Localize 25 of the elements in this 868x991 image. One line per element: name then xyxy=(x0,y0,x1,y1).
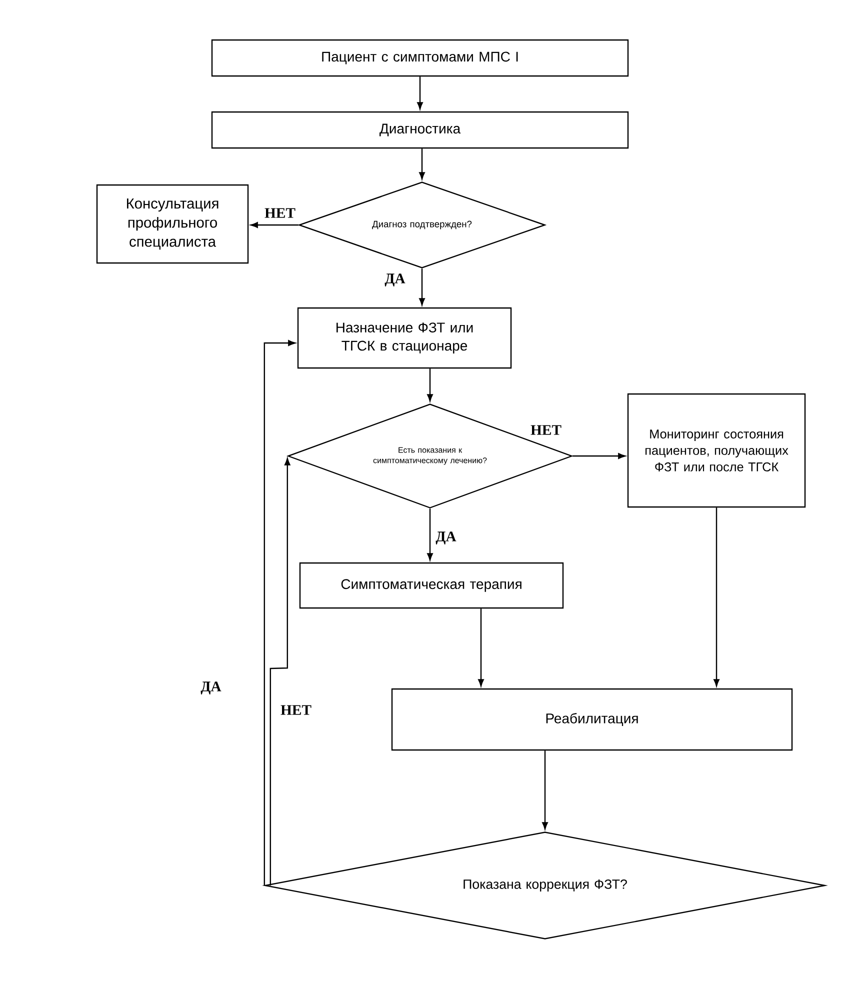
arrow xyxy=(264,340,296,886)
edge-label: ДА xyxy=(383,272,407,288)
process-box: Назначение ФЗТ или ТГСК в стационаре xyxy=(297,307,512,369)
arrow xyxy=(478,608,484,686)
arrow xyxy=(714,508,720,686)
arrow xyxy=(572,453,626,459)
process-box: Диагностика xyxy=(211,111,629,149)
arrow xyxy=(427,368,433,402)
arrow xyxy=(417,76,423,110)
arrow xyxy=(419,268,425,306)
arrow xyxy=(270,458,290,886)
edge-label: НЕТ xyxy=(279,704,313,716)
process-box: Пациент с симптомами МПС I xyxy=(211,39,629,77)
arrow xyxy=(427,508,433,560)
edge-label: НЕТ xyxy=(529,424,563,436)
process-box: Реабилитация xyxy=(391,688,793,751)
process-box: Мониторинг состояния пациентов, получающих ФЗТ или после ТГСК xyxy=(627,393,806,508)
arrow xyxy=(542,750,548,830)
process-box: Симптоматическая терапия xyxy=(299,562,564,609)
arrow xyxy=(419,148,425,180)
edge-label: ДА xyxy=(434,530,458,546)
process-box: Консультация профильного специалиста xyxy=(96,184,249,264)
edge-label: НЕТ xyxy=(263,206,297,220)
edge-label: ДА xyxy=(199,680,223,696)
arrow xyxy=(250,222,298,228)
